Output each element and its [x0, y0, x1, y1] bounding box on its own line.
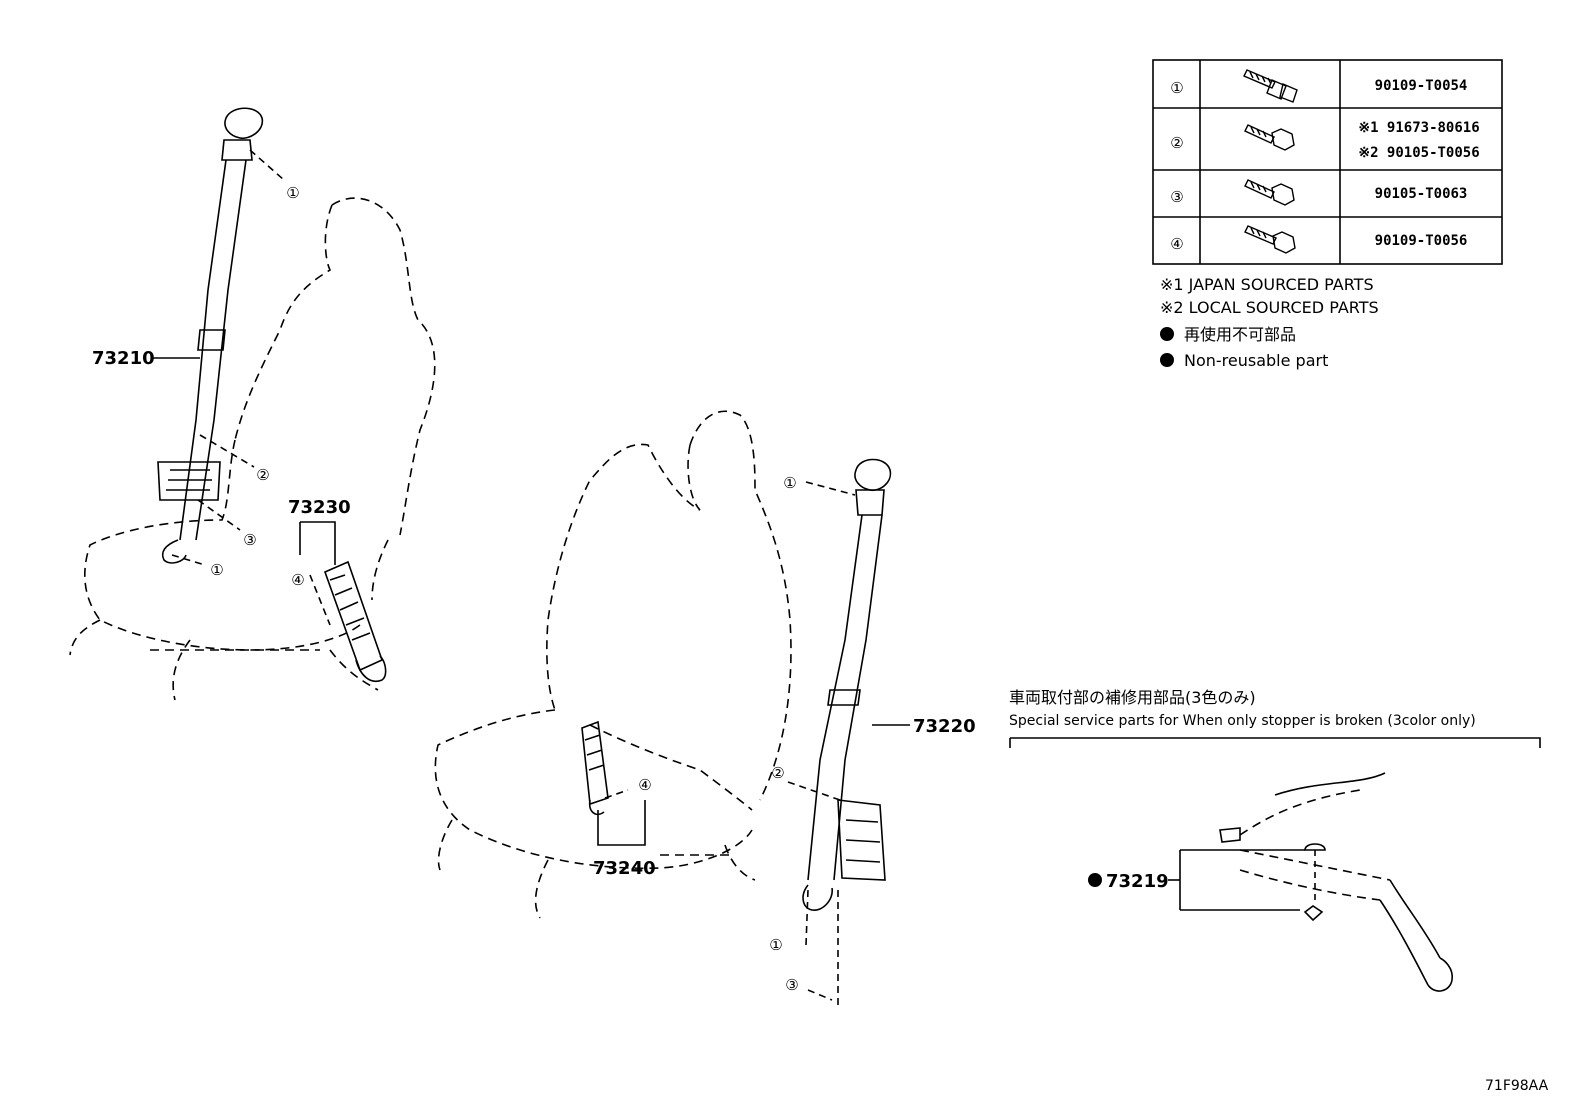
callout-3-left: ③ — [243, 531, 256, 549]
table-row-2-code-local: ※2 90105-T0056 — [1358, 145, 1479, 161]
table-row-4-code: 90109-T0056 — [1375, 233, 1468, 249]
callout-1-top-left: ① — [286, 184, 299, 202]
callout-4-left: ④ — [291, 571, 304, 589]
callout-2-left: ② — [256, 466, 269, 484]
leader-lines — [152, 149, 1541, 1005]
seat-belt-73220 — [802, 458, 892, 911]
special-service-part-73219 — [1219, 772, 1454, 992]
note-local-sourced: ※2 LOCAL SOURCED PARTS — [1160, 298, 1379, 317]
table-row-1-number: ① — [1170, 79, 1183, 97]
bolt-icon-flanged — [1244, 225, 1296, 254]
callout-1-bottom-right: ① — [769, 936, 782, 954]
note-non-reusable-jp: 再使用不可部品 — [1184, 325, 1296, 344]
callout-1-top-right: ① — [783, 474, 796, 492]
left-seat-outline — [69, 197, 436, 701]
table-row-2-code-japan: ※1 91673-80616 — [1358, 120, 1479, 136]
callout-3-bottom-right: ③ — [785, 976, 798, 994]
label-73240: 73240 — [593, 858, 656, 879]
callout-4-center: ④ — [638, 776, 651, 794]
non-reusable-dot — [1088, 873, 1102, 887]
note-non-reusable-en: Non-reusable part — [1184, 351, 1328, 370]
seat-belt-buckle-73240 — [581, 720, 609, 816]
label-73219: 73219 — [1106, 871, 1169, 892]
drawing-reference-code: 71F98AA — [1485, 1078, 1549, 1094]
callout-2-right: ② — [771, 764, 784, 782]
note-japan-sourced: ※1 JAPAN SOURCED PARTS — [1160, 275, 1374, 294]
seat-belt-buckle-73230 — [323, 560, 387, 682]
label-73230: 73230 — [288, 497, 351, 518]
legend: ※1 JAPAN SOURCED PARTS ※2 LOCAL SOURCED … — [1160, 275, 1379, 370]
seat-belt-73210 — [157, 107, 264, 564]
table-row-3-code: 90105-T0063 — [1375, 186, 1468, 202]
bolt-icon-flanged — [1243, 69, 1298, 103]
service-title-en: Special service parts for When only stop… — [1009, 713, 1476, 729]
non-reusable-dot — [1160, 327, 1174, 341]
table-row-4-number: ④ — [1170, 235, 1183, 253]
callout-1-bottom-left: ① — [210, 561, 223, 579]
non-reusable-dot — [1160, 353, 1174, 367]
fastener-table: ① ② ③ ④ — [1152, 59, 1503, 265]
table-row-1-code: 90109-T0054 — [1375, 78, 1468, 94]
service-title-jp: 車両取付部の補修用部品(3色のみ) — [1009, 688, 1256, 707]
label-73210: 73210 — [92, 348, 155, 369]
center-seat-outline — [434, 410, 792, 919]
bolt-icon-hex — [1244, 124, 1295, 151]
label-73220: 73220 — [913, 716, 976, 737]
table-row-3-number: ③ — [1170, 188, 1183, 206]
bolt-icon-hex — [1244, 179, 1295, 206]
table-row-2-number: ② — [1170, 134, 1183, 152]
